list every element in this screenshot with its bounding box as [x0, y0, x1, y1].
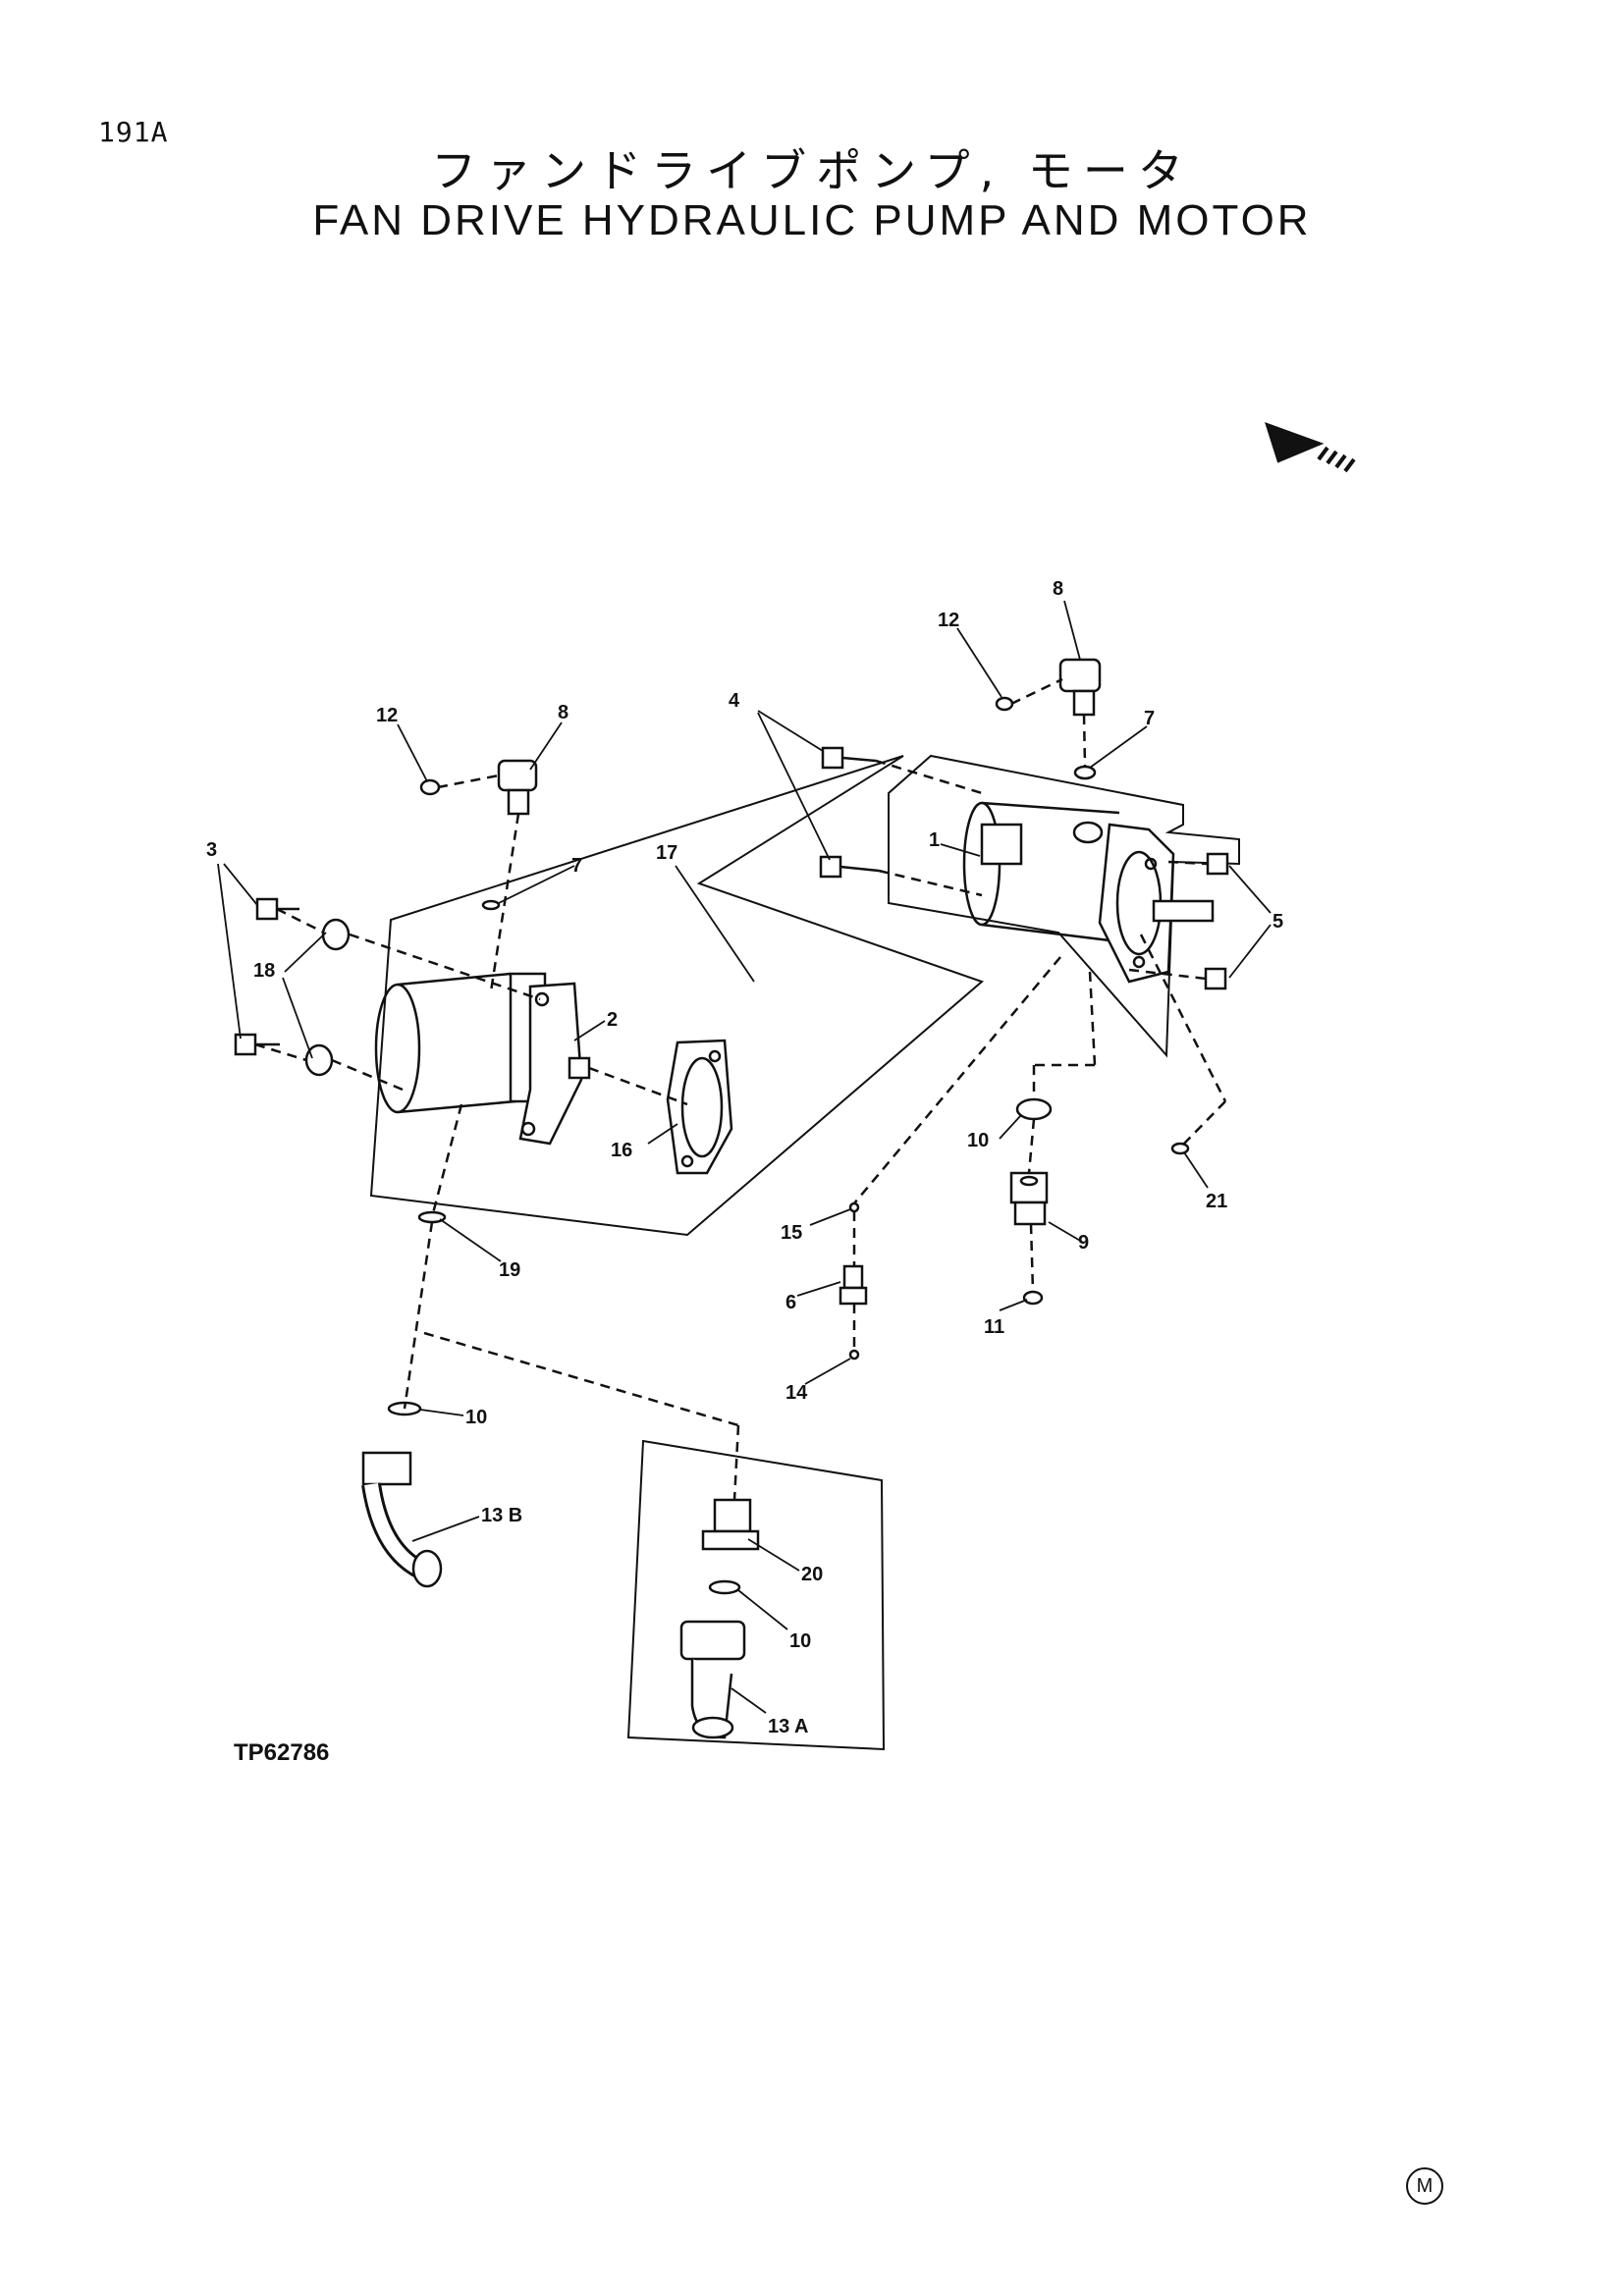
fitting-13a [679, 1620, 746, 1739]
nut-lower [1204, 967, 1227, 990]
callout-1: 1 [929, 829, 940, 851]
callout-6: 6 [785, 1292, 796, 1313]
callout-18: 18 [253, 960, 275, 982]
title-english: FAN DRIVE HYDRAULIC PUMP AND MOTOR [312, 196, 1312, 244]
bolt-pump-lower [819, 855, 880, 879]
gasket [666, 1039, 733, 1175]
adapter-20 [701, 1498, 760, 1551]
plug-right [995, 696, 1014, 712]
nut-upper [1206, 852, 1229, 876]
o-ring-11 [1022, 1290, 1044, 1306]
front-direction-arrow-icon [1265, 421, 1356, 473]
callout-10-elbow: 10 [465, 1407, 487, 1428]
callout-17: 17 [656, 842, 677, 864]
elbow-fitting-left [497, 759, 538, 816]
callout-13b: 13 B [481, 1505, 522, 1526]
key-21 [1170, 1142, 1190, 1155]
callout-14: 14 [785, 1382, 808, 1404]
bolt-motor-lower [234, 1033, 280, 1056]
o-ring-15 [848, 1201, 860, 1213]
callout-10-inset: 10 [789, 1630, 811, 1652]
callout-7-left: 7 [571, 855, 582, 877]
callout-11: 11 [984, 1316, 1004, 1338]
bolt-pump-upper [821, 746, 877, 770]
o-ring-left [481, 899, 501, 911]
leader-lines [217, 600, 1272, 1714]
frame-inset [626, 1439, 886, 1751]
o-ring-10-pump [1015, 1097, 1053, 1121]
fitting-6 [839, 1264, 868, 1306]
circled-m-mark: M [1406, 2167, 1443, 2205]
callout-21: 21 [1206, 1191, 1227, 1212]
callout-16: 16 [611, 1140, 632, 1161]
callout-4: 4 [729, 690, 740, 712]
bolt-motor-upper [255, 897, 299, 921]
elbow-fitting-right [1058, 658, 1102, 717]
washer-lower [304, 1043, 334, 1077]
title-japanese: ファンドライブポンプ, モータ [431, 144, 1193, 197]
o-ring-14 [848, 1349, 860, 1361]
plug-left [419, 778, 441, 796]
assembly-lines [254, 677, 1227, 1501]
callout-12-right: 12 [938, 610, 959, 631]
callout-8-left: 8 [558, 702, 568, 723]
hydraulic-motor [374, 972, 591, 1146]
elbow-13b [361, 1451, 443, 1588]
callout-2: 2 [607, 1009, 618, 1031]
callout-3: 3 [206, 839, 217, 861]
hydraulic-pump [962, 801, 1215, 984]
o-ring-right [1073, 765, 1097, 780]
callout-13a: 13 A [768, 1716, 809, 1737]
page-code: 191A [98, 116, 169, 148]
fitting-9 [1009, 1171, 1049, 1226]
callout-20: 20 [801, 1564, 823, 1585]
callout-9: 9 [1078, 1232, 1089, 1254]
o-ring-10-elbow [387, 1401, 422, 1416]
callout-7-right: 7 [1144, 708, 1155, 729]
frame-17-left [369, 755, 984, 1237]
o-ring-10-inset [708, 1579, 741, 1595]
drawing-number: TP62786 [234, 1739, 330, 1766]
washer-upper [321, 918, 351, 951]
callout-12-left: 12 [376, 705, 398, 726]
callout-5: 5 [1272, 911, 1283, 933]
callout-19: 19 [499, 1259, 520, 1281]
callout-8-right: 8 [1053, 578, 1063, 600]
callout-10-pump: 10 [967, 1130, 989, 1151]
callout-15: 15 [781, 1222, 802, 1244]
